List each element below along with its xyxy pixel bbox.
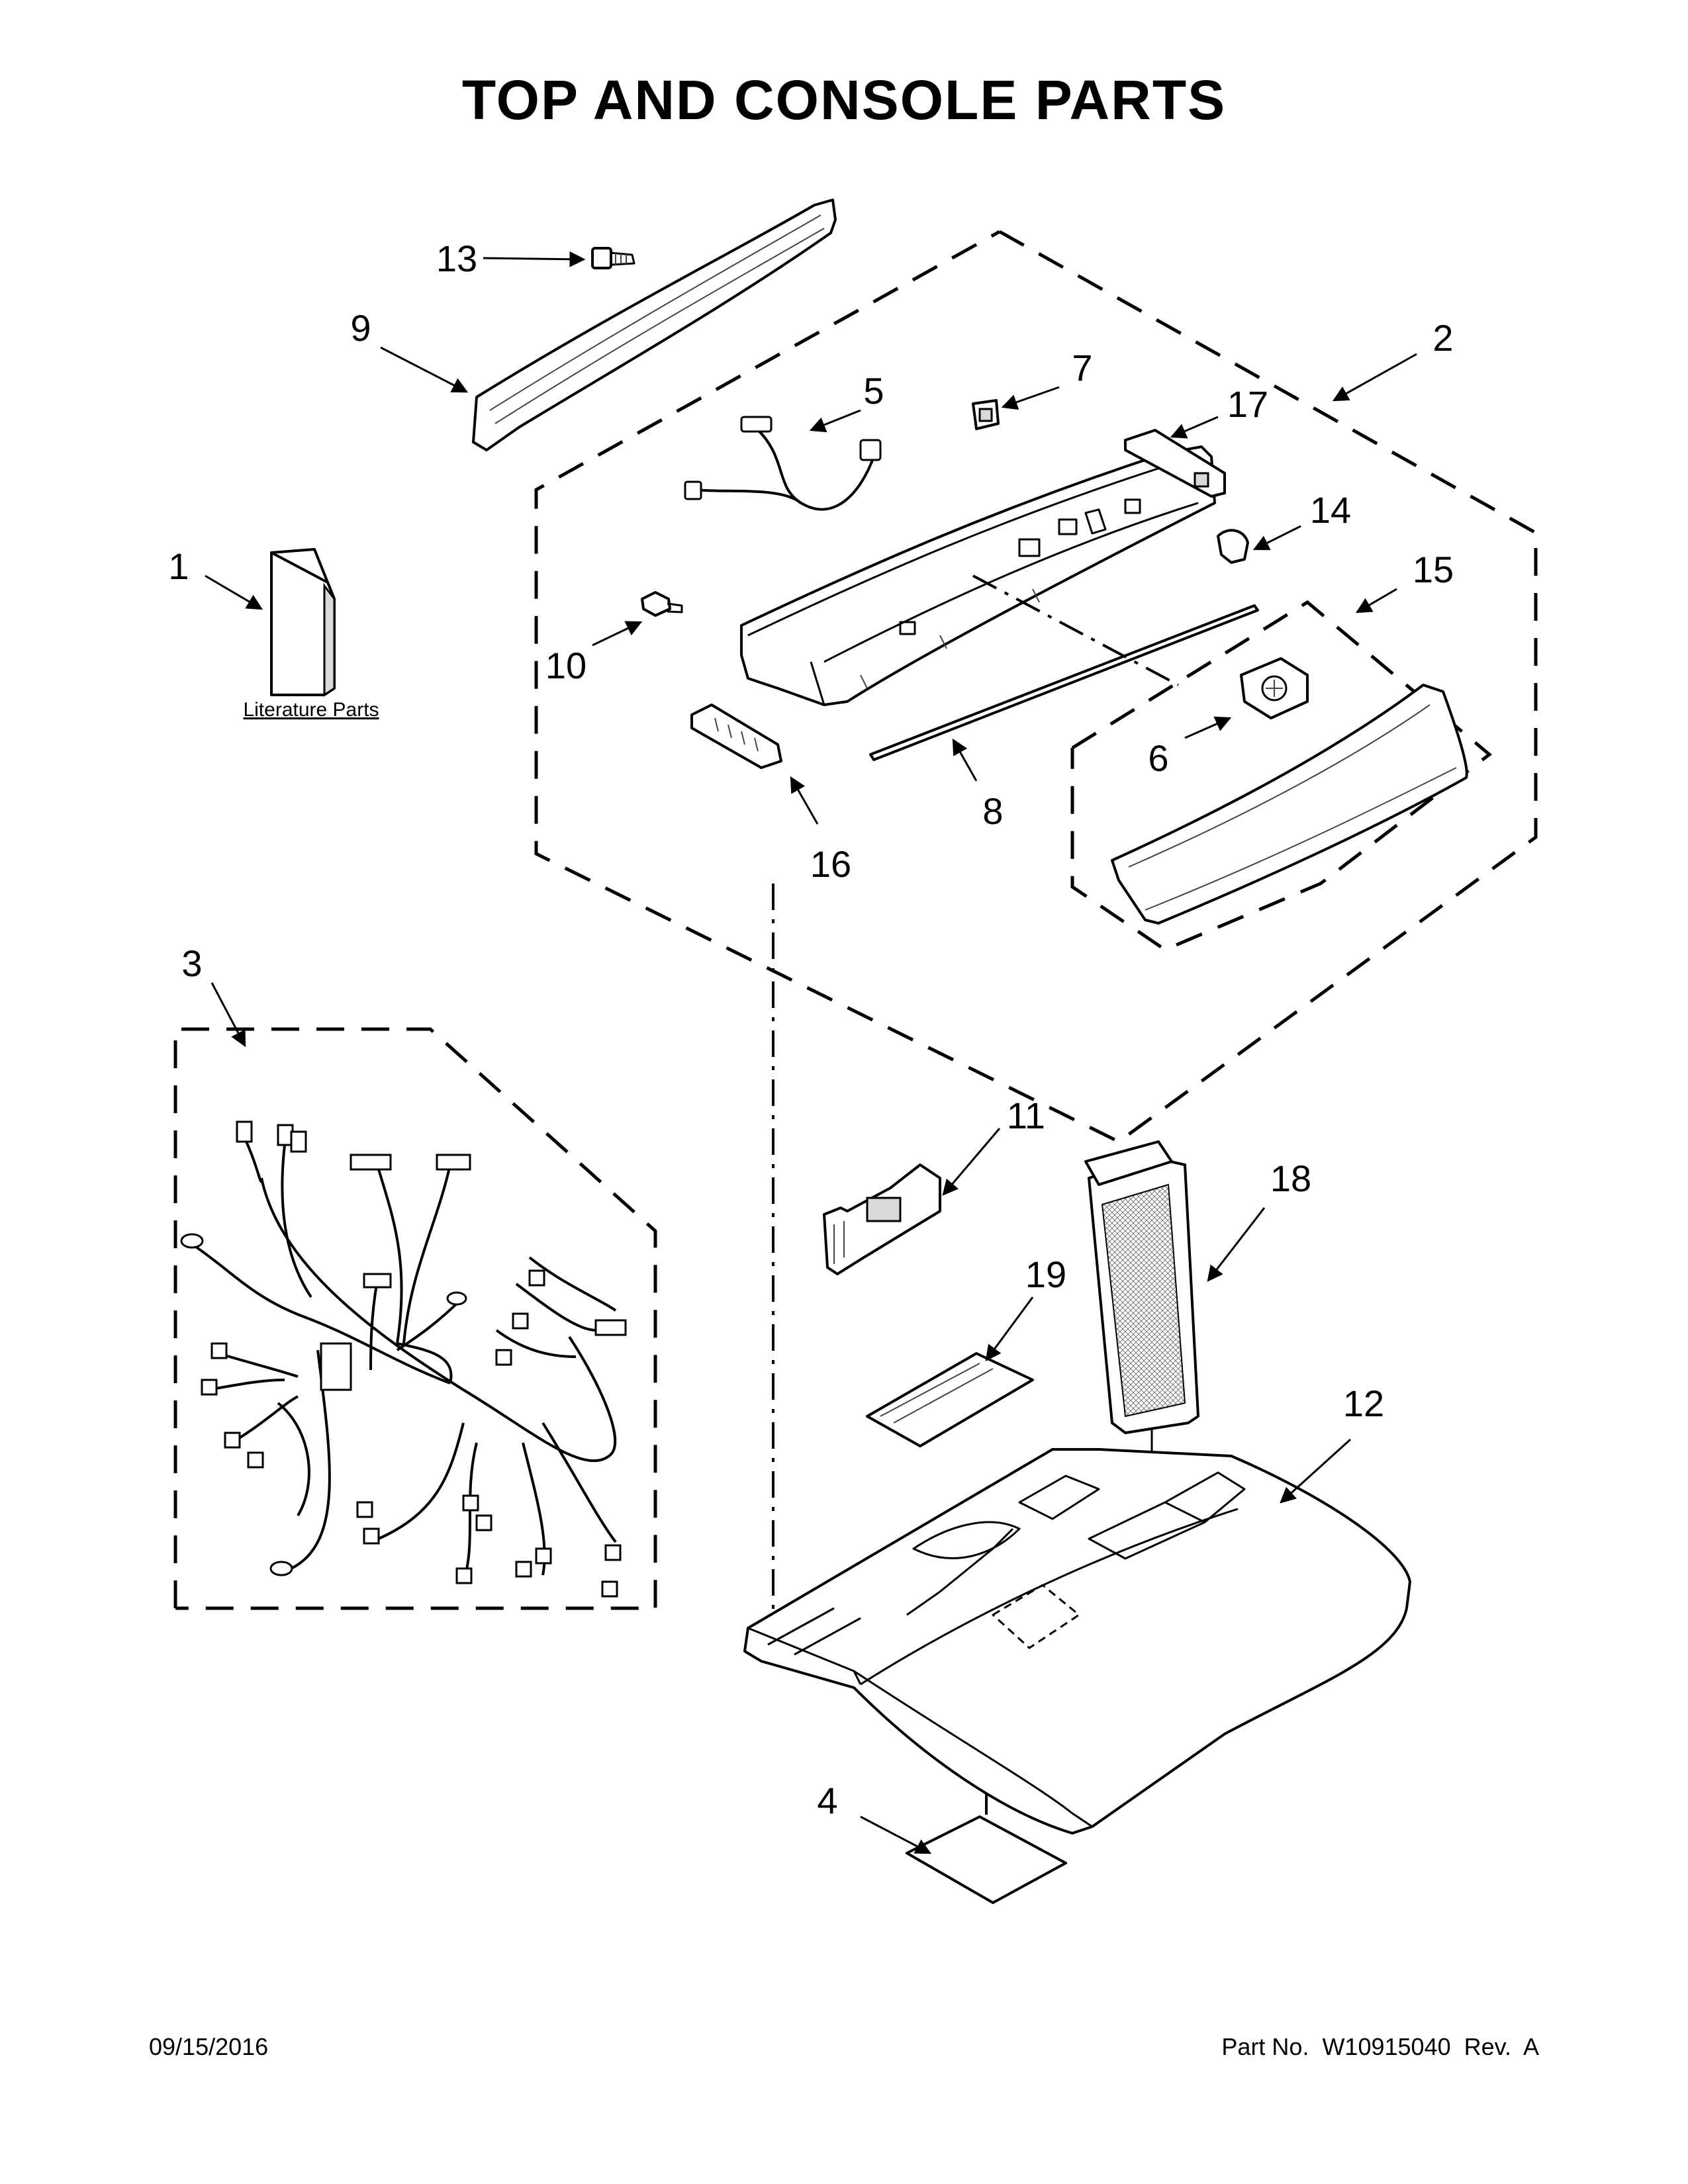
callout-4: 4 xyxy=(817,1780,837,1821)
user-interface-boundary xyxy=(1070,600,1493,952)
console-end-cap-part xyxy=(472,199,837,451)
axis-line-console xyxy=(972,574,1179,686)
callout-7: 7 xyxy=(1072,347,1092,388)
clip-14-part xyxy=(1217,529,1249,564)
callout-15: 15 xyxy=(1413,549,1454,590)
callout-8: 8 xyxy=(982,790,1003,832)
trim-strip-8-part xyxy=(869,604,1259,761)
callout-1: 1 xyxy=(168,545,189,587)
plate-19-part xyxy=(866,1352,1034,1447)
callout-17: 17 xyxy=(1227,383,1268,425)
callout-18: 18 xyxy=(1270,1158,1311,1199)
wire-harness-5-part xyxy=(684,416,882,511)
callout-5: 5 xyxy=(863,370,884,412)
bracket-16-part xyxy=(690,704,782,769)
bracket-17-part xyxy=(1124,429,1226,498)
clip-7-part xyxy=(972,399,1000,430)
lint-screen-18-part xyxy=(1084,1140,1199,1434)
console-housing xyxy=(740,445,1216,706)
callout-9: 9 xyxy=(350,307,371,349)
callout-10: 10 xyxy=(545,645,586,686)
main-wire-harness-3-part xyxy=(180,1120,627,1598)
callout-11: 11 xyxy=(1007,1095,1045,1136)
callout-6: 6 xyxy=(1148,737,1168,779)
footer-date: 09/15/2016 xyxy=(149,2033,268,2060)
console-assembly-boundary xyxy=(534,230,1538,1144)
leader-lines xyxy=(205,251,1417,1854)
callout-14: 14 xyxy=(1310,489,1351,531)
harness-boundary xyxy=(173,1027,657,1610)
literature-parts-label: Literature Parts xyxy=(243,699,379,721)
screw-10-part xyxy=(641,591,683,617)
literature-booklet xyxy=(270,548,336,697)
footer-part-number: Part No. W10915040 Rev. A xyxy=(1221,2033,1539,2060)
callout-13: 13 xyxy=(436,238,477,279)
top-panel-12-part xyxy=(743,1448,1411,1835)
callout-19: 19 xyxy=(1025,1253,1066,1295)
lens-panel-part xyxy=(1111,684,1468,925)
callout-2: 2 xyxy=(1432,317,1453,359)
callout-12: 12 xyxy=(1343,1383,1384,1424)
page-title: TOP AND CONSOLE PARTS xyxy=(462,69,1226,131)
module-6-part xyxy=(1240,657,1309,719)
control-board-11-part xyxy=(823,1163,941,1275)
screw-13-part xyxy=(591,247,635,269)
pad-4-part xyxy=(906,1815,1067,1904)
callout-3: 3 xyxy=(181,942,202,984)
callout-16: 16 xyxy=(810,843,851,885)
